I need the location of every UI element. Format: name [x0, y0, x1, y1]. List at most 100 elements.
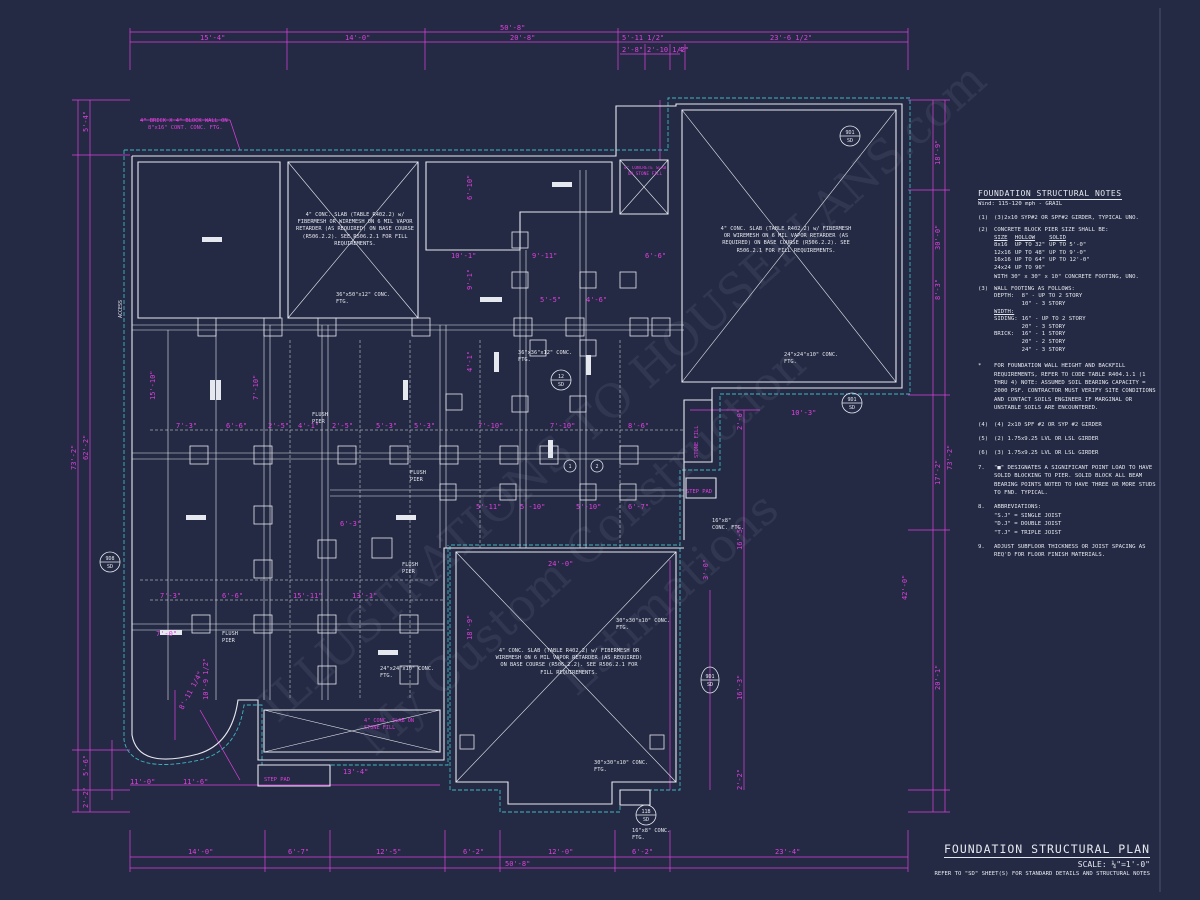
dim-top-4: 2'-8"	[622, 46, 643, 54]
dim-top-0: 15'-4"	[200, 34, 225, 42]
wall-footing-table: DEPTH:8" - UP TO 2 STORY 10" - 3 STORY W…	[994, 293, 1090, 354]
flush-pier-2: FLUSH PIER	[410, 470, 426, 483]
notes-subtitle: Wind: 115-120 mph - GRAIL	[978, 201, 1063, 208]
dim-bottom-2: 12'-5"	[376, 848, 401, 856]
dim-int-35: 4'-1"	[466, 351, 474, 372]
dim-left-1: 5'-4"	[82, 111, 90, 132]
dim-right-0: 30'-0"	[934, 225, 942, 250]
tag-4-number: 9D8	[105, 556, 114, 562]
depth-value: 8" - UP TO 2 STORY	[1021, 293, 1083, 300]
note-7-text: "■" DESIGNATES A SIGNIFICANT POINT LOAD …	[994, 464, 1156, 497]
pier-footing-note: WITH 30" x 30" x 10" CONCRETE FOOTING, U…	[994, 273, 1139, 280]
tag-3-sheet: SD	[558, 382, 564, 388]
ftg-16x8-right: 16"x8" CONC. FTG.	[712, 518, 744, 531]
note-star-marker: *	[978, 363, 982, 370]
dim-int-6: 5'-3"	[414, 422, 435, 430]
pier-table-header: SIZE HOLLOW SOLID	[994, 235, 1094, 243]
callout-2: 2	[595, 464, 598, 470]
dim-right-8: 2'-2"	[736, 769, 744, 790]
note-9-number: 9.	[978, 544, 985, 551]
dim-int-19: 6'-3"	[340, 520, 361, 528]
abbr-single-joist: "S.J" = SINGLE JOIST	[994, 512, 1062, 519]
note-6-number: (6)	[978, 450, 989, 457]
ftg-24x24-top: 24"x24"x10" CONC. FTG.	[784, 352, 838, 365]
note-2: (2) CONCRETE BLOCK PIER SIZE SHALL BE:	[978, 226, 1158, 234]
dim-int-15: 5'-11"	[476, 503, 501, 511]
note-4: (4) (4) 2x10 SPF #2 OR SYP #2 GIRDER	[978, 421, 1158, 429]
dimension-ticks	[72, 28, 950, 872]
dim-int-21: 7'-3"	[160, 592, 181, 600]
dim-int-14: 6'-6"	[645, 252, 666, 260]
note-9: 9. ADJUST SUBFLOOR THICKNESS OR JOIST SP…	[978, 543, 1158, 560]
note-3-number: (3)	[978, 286, 989, 292]
pier-cell: 24x24	[994, 265, 1011, 271]
dim-right-4: 20'-1"	[934, 665, 942, 690]
step-pad-right: STEP PAD	[686, 489, 712, 495]
dim-int-38: 15'-10"	[149, 370, 157, 400]
depth-value: 10" - 3 STORY	[1021, 301, 1066, 307]
note-1-number: (1)	[978, 214, 989, 221]
brick-value: 24" - 3 STORY	[1021, 346, 1066, 353]
stone-fill-label: STONE FILL	[694, 426, 700, 458]
dim-int-20: 13'-1"	[352, 592, 377, 600]
note-4-number: (4)	[978, 421, 989, 428]
flush-pier-3: FLUSH PIER	[402, 562, 418, 575]
notes-title: FOUNDATION STRUCTURAL NOTES	[978, 189, 1122, 201]
dim-right-1: 18'-9"	[934, 140, 942, 165]
dim-int-18: 6'-7"	[628, 503, 649, 511]
dim-int-29: 8'-11 1/4"	[178, 670, 205, 711]
dim-bottom-1: 6'-7"	[288, 848, 309, 856]
pier-size-table: SIZE HOLLOW SOLID 8x16 UP TO 32" UP TO 5…	[994, 235, 1094, 273]
note-5-text: (2) 1.75x9.25 LVL OR LSL GIRDER	[994, 436, 1099, 442]
dim-int-4: 2'-5"	[332, 422, 353, 430]
tag-5-sheet: SD	[707, 682, 713, 688]
pier-row: 8x16 UP TO 32" UP TO 5'-0"	[994, 242, 1094, 250]
dim-int-12: 5'-5"	[540, 296, 561, 304]
point-loads	[160, 182, 591, 655]
dim-int-23: 24'-0"	[548, 560, 573, 568]
pier-cell: UP TO 12'-0"	[1049, 257, 1090, 264]
note-8-number: 8.	[978, 504, 985, 511]
dim-int-13: 4'-6"	[586, 296, 607, 304]
note-slab-left: 4" CONC. SLAB (TABLE R402.2) w/ FIBERMES…	[296, 212, 414, 247]
note-2-text: CONCRETE BLOCK PIER SIZE SHALL BE:	[994, 227, 1109, 234]
dim-int-24: 18'-9"	[466, 615, 474, 640]
dim-bottom-6: 23'-4"	[775, 848, 800, 856]
dim-int-10: 10'-1"	[451, 252, 476, 260]
dim-int-31: 7'-0"	[156, 630, 177, 638]
plan-title: FOUNDATION STRUCTURAL PLAN	[943, 842, 1150, 858]
dim-top-2: 20'-8"	[510, 34, 535, 42]
pier-cell: UP TO 5'-0"	[1049, 242, 1087, 249]
ftg-30x30-bottom: 30"x30"x10" CONC. FTG.	[594, 760, 648, 773]
dim-top-1: 14'-0"	[345, 34, 370, 42]
note-2-number: (2)	[978, 227, 989, 234]
dim-right-3: 17'-2"	[934, 460, 942, 485]
dim-bottom-5: 6'-2"	[632, 848, 653, 856]
pier-row: 16x16 UP TO 64" UP TO 12'-0"	[994, 257, 1094, 265]
dim-int-32: 11'-0"	[130, 778, 155, 786]
dim-right-6: 16'-3"	[736, 675, 744, 700]
dim-int-22: 6'-6"	[222, 592, 243, 600]
tag-6-number: 11B	[641, 809, 650, 815]
dim-int-0: 7'-3"	[176, 422, 197, 430]
pier-header-solid: SOLID	[1049, 234, 1066, 241]
ftg-36x36: 36"x36"x12" CONC. FTG.	[518, 350, 572, 363]
dim-top-6: 4'	[679, 46, 687, 54]
dim-int-9: 8'-6"	[628, 422, 649, 430]
brick-value: 16" - 1 STORY	[1021, 331, 1066, 338]
tag-1-sheet: SD	[847, 138, 853, 144]
dim-int-5: 5'-3"	[376, 422, 397, 430]
note-8-text: ABBREVIATIONS:	[994, 504, 1042, 511]
pier-header-size: SIZE	[994, 234, 1008, 241]
width-label: WIDTH:	[994, 308, 1015, 315]
note-7-number: 7.	[978, 464, 985, 471]
brick-label: BRICK:	[994, 331, 1015, 338]
dim-left-0: 62'-2"	[82, 435, 90, 460]
ftg-24x24-bottom: 24"x24"x10" CONC. FTG.	[380, 666, 434, 679]
dim-right-2: 8'-3"	[934, 279, 942, 300]
abbr-triple-joist: "T.J" = TRIPLE JOIST	[994, 529, 1062, 536]
note-stone-fill: 4" CONC. SLAB ON STONE FILL	[364, 718, 414, 731]
slab-diagonals	[263, 109, 897, 783]
slab-edges	[123, 97, 911, 813]
pier-cell: 8x16	[994, 242, 1008, 249]
